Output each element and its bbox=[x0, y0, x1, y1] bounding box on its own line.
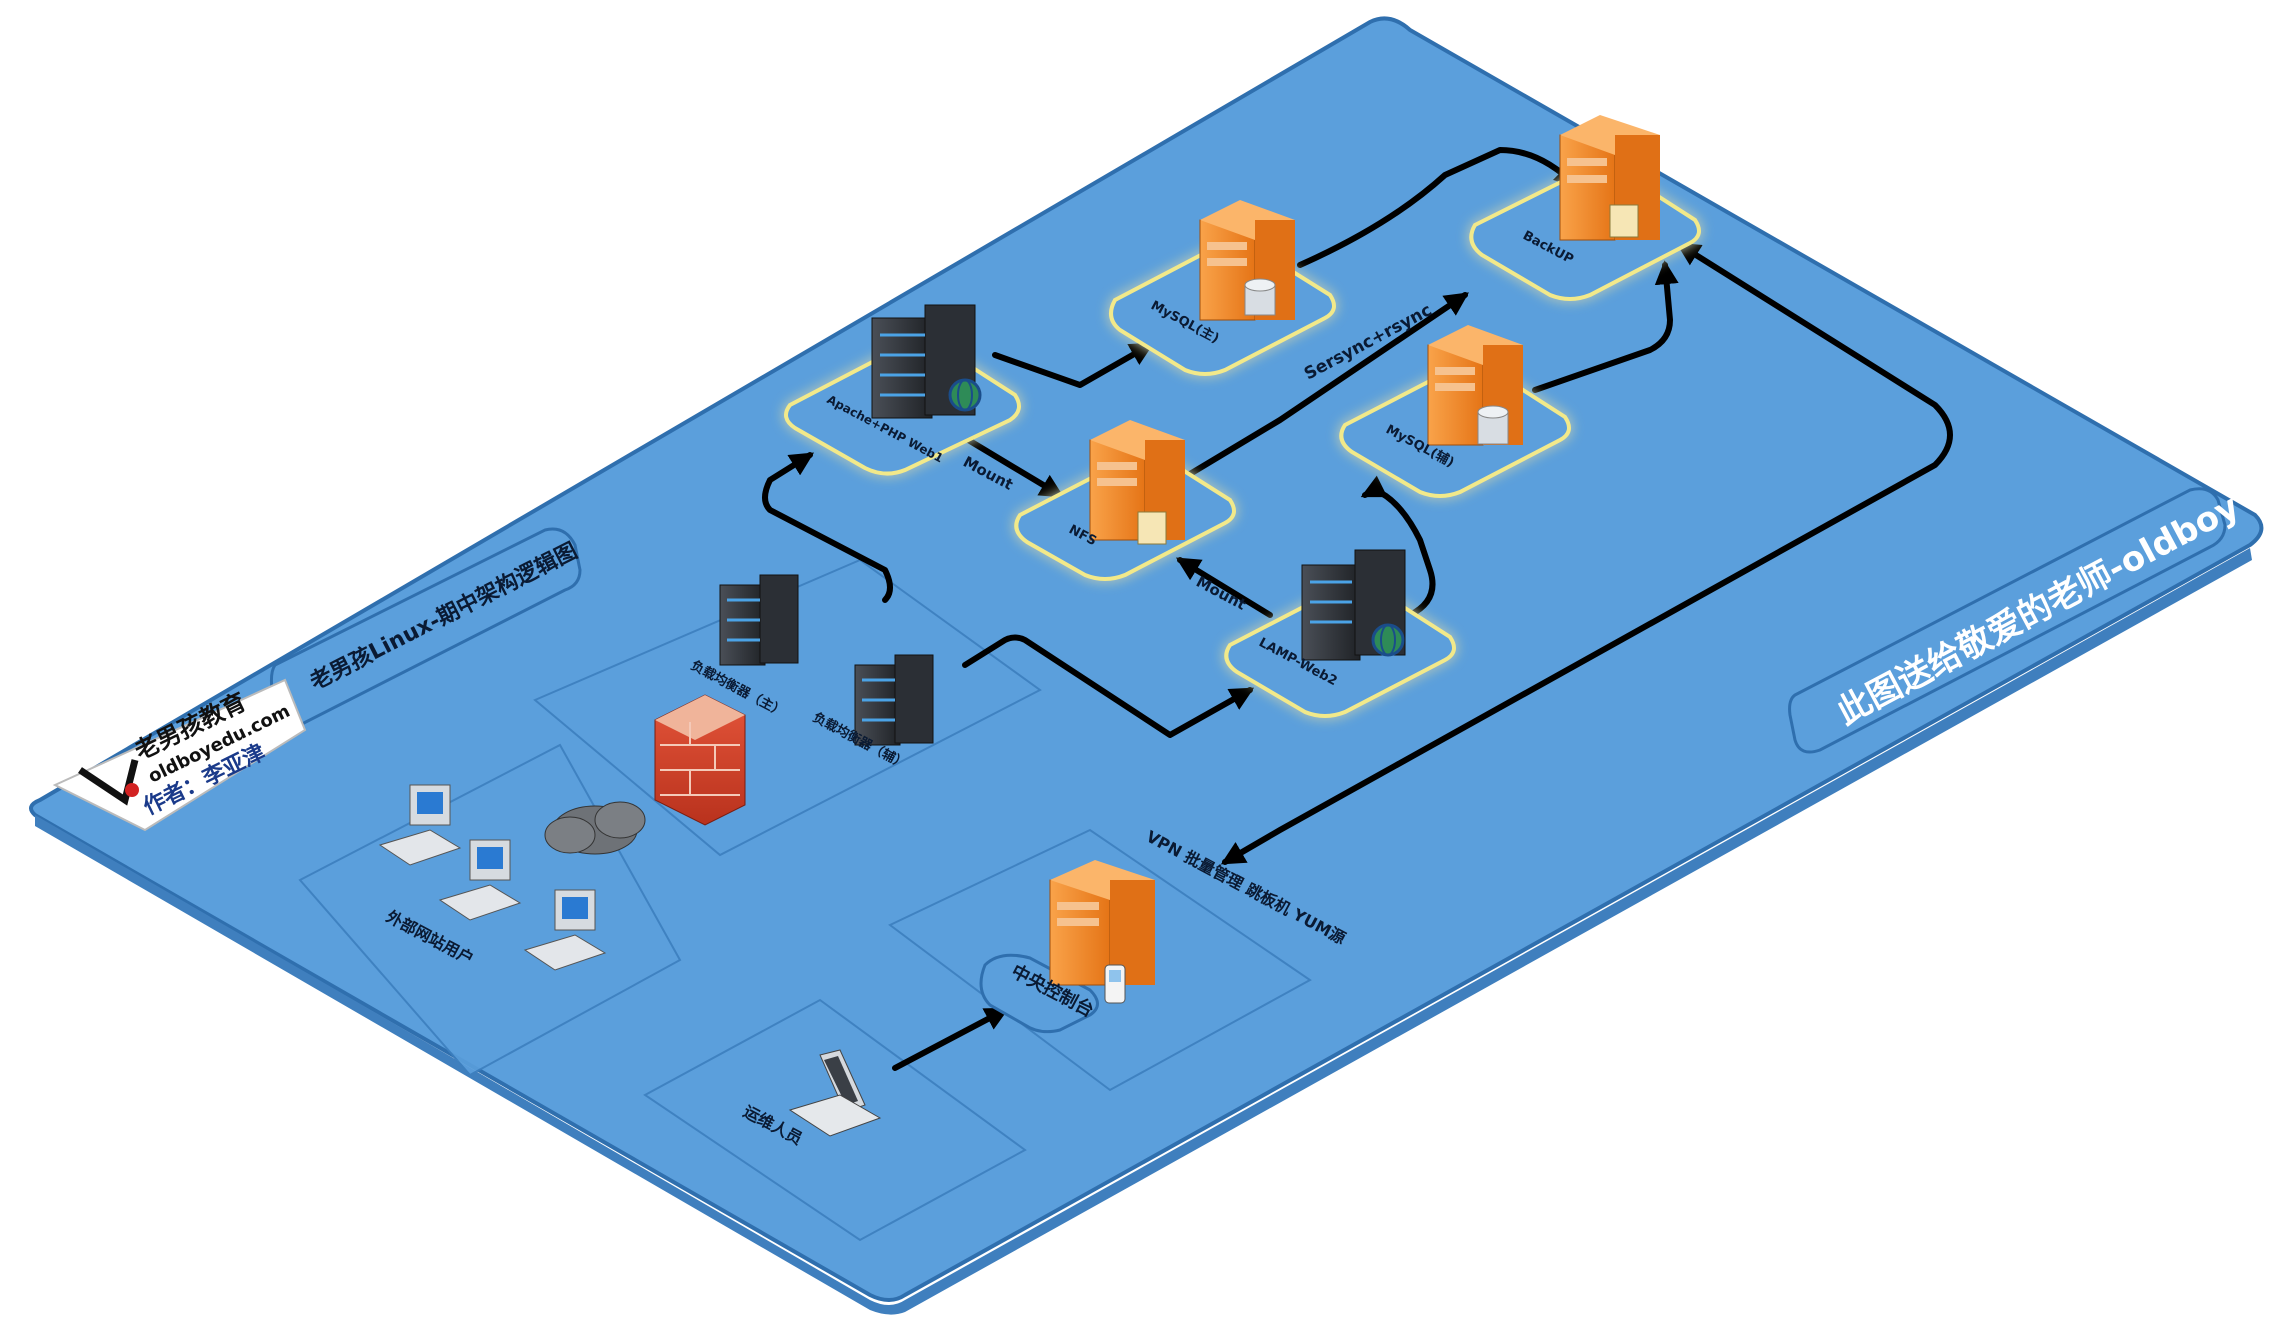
server-icon bbox=[1427, 325, 1523, 446]
edge-lb-web2 bbox=[962, 634, 1255, 738]
rack-server-icon bbox=[871, 304, 976, 419]
firewall-icon bbox=[654, 694, 746, 826]
desktop-computer-icon bbox=[523, 889, 607, 971]
database-icon bbox=[1477, 405, 1509, 445]
edge-lb-web1 bbox=[762, 452, 893, 603]
node-mysql-master[interactable]: MySQL(主) bbox=[1109, 200, 1336, 376]
document-icon bbox=[1137, 511, 1167, 545]
node-mysql-slave[interactable]: MySQL(辅) bbox=[1339, 325, 1571, 498]
edge-ops-console bbox=[892, 1007, 1010, 1071]
edge-backup-console bbox=[1220, 242, 1953, 865]
globe-icon bbox=[948, 378, 982, 412]
document-icon bbox=[1609, 204, 1639, 238]
desktop-computer-icon bbox=[378, 784, 462, 866]
server-icon bbox=[1049, 860, 1155, 986]
node-ops[interactable]: 运维人员 bbox=[740, 1049, 882, 1149]
desktop-computer-icon bbox=[438, 839, 522, 921]
database-icon bbox=[1244, 278, 1276, 316]
rack-server-icon bbox=[719, 574, 799, 666]
logo-mark bbox=[78, 759, 139, 806]
cloud-icon bbox=[544, 801, 646, 855]
edge-web1-nfs bbox=[957, 432, 1065, 498]
node-web2[interactable]: LAMP-Web2 bbox=[1224, 549, 1456, 718]
edge-web1-mysql bbox=[992, 342, 1155, 388]
node-web1[interactable]: Apache+PHP Web1 bbox=[784, 304, 1021, 476]
rack-server-icon bbox=[854, 654, 934, 746]
laptop-icon bbox=[788, 1049, 882, 1137]
connections bbox=[762, 147, 1953, 1071]
globe-icon bbox=[1371, 623, 1405, 657]
node-nfs[interactable]: NFS bbox=[1014, 420, 1236, 581]
node-backup[interactable]: BackUP bbox=[1469, 115, 1701, 301]
mobile-device-icon bbox=[1104, 964, 1126, 1004]
node-console[interactable]: 中央控制台 bbox=[979, 860, 1155, 1034]
edge-mysql-backup bbox=[1297, 147, 1579, 268]
